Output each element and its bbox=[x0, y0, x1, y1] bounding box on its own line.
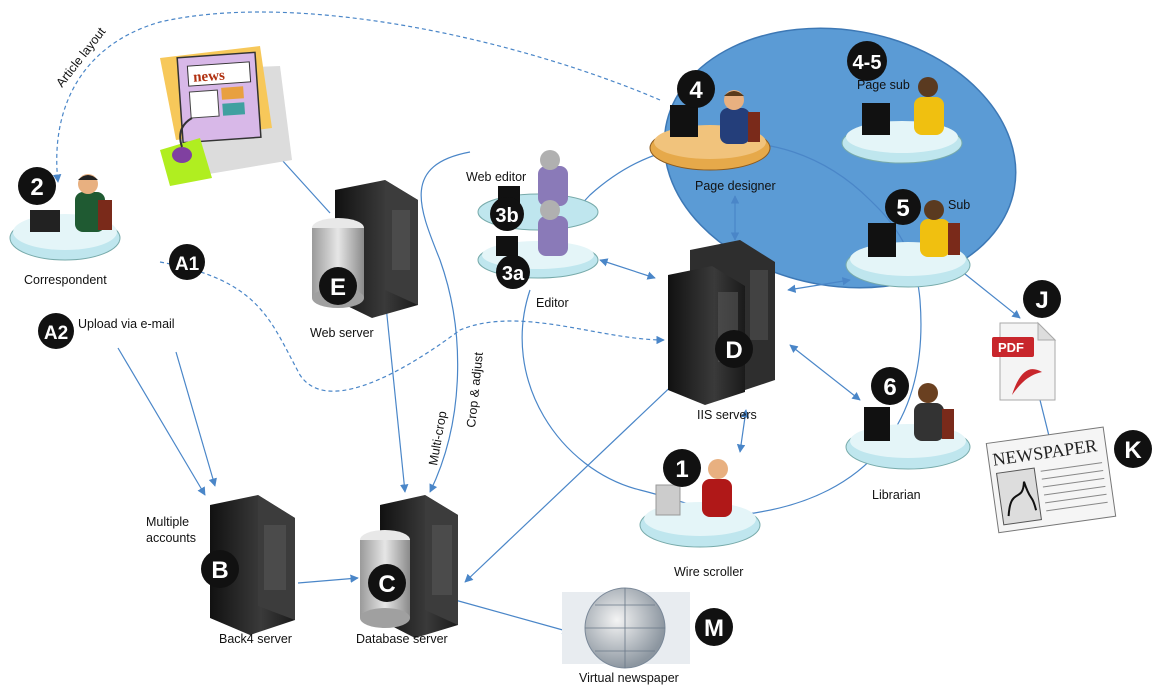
iis-servers-icon bbox=[668, 240, 775, 405]
virtual-newspaper-label: Virtual newspaper bbox=[579, 671, 679, 685]
librarian-label: Librarian bbox=[872, 488, 921, 502]
editor-iis-connector bbox=[599, 258, 656, 280]
news-page-title: news bbox=[193, 68, 226, 86]
badge-1: 1 bbox=[663, 449, 701, 487]
back4-database-connector bbox=[297, 574, 359, 584]
badge-3b: 3b bbox=[490, 197, 524, 231]
newspaper-icon: NEWSPAPER bbox=[985, 426, 1117, 534]
back4-server-label: Back4 server bbox=[219, 632, 292, 646]
correspondent-icon bbox=[9, 174, 121, 261]
svg-text:5: 5 bbox=[896, 195, 909, 222]
web-server-label: Web server bbox=[310, 326, 374, 340]
news-webpage-icon: news bbox=[160, 46, 292, 186]
sub-icon bbox=[845, 200, 971, 288]
database-virtual-connector bbox=[454, 599, 571, 635]
badge-4: 4 bbox=[677, 70, 715, 108]
editor-label: Editor bbox=[536, 296, 569, 310]
badge-4-5: 4-5 bbox=[847, 41, 887, 81]
wire-scroller-icon bbox=[639, 459, 761, 548]
badge-c: C bbox=[368, 564, 406, 602]
multiple-accounts-line-1: Multiple bbox=[146, 515, 189, 529]
svg-text:1: 1 bbox=[675, 456, 688, 483]
wire-scroller-label: Wire scroller bbox=[674, 565, 743, 579]
a2-connector-2 bbox=[175, 351, 217, 487]
librarian-icon bbox=[845, 383, 971, 470]
badge-a2: A2 bbox=[38, 313, 74, 349]
svg-text:J: J bbox=[1035, 287, 1048, 314]
sub-label: Sub bbox=[948, 198, 970, 212]
multi-crop-label: Multi-crop bbox=[426, 410, 449, 467]
back4-server-icon bbox=[210, 495, 295, 635]
svg-text:K: K bbox=[1124, 437, 1142, 464]
badge-6: 6 bbox=[871, 367, 909, 405]
badge-m: M bbox=[695, 608, 733, 646]
article-layout-label: Article layout bbox=[53, 24, 108, 89]
page-designer-label: Page designer bbox=[695, 179, 776, 193]
badge-b: B bbox=[201, 550, 239, 588]
database-server-label: Database server bbox=[356, 632, 448, 646]
iis-servers-label: IIS servers bbox=[697, 408, 757, 422]
web-database-connector bbox=[381, 295, 409, 493]
svg-text:E: E bbox=[330, 274, 346, 301]
correspondent-label: Correspondent bbox=[24, 273, 107, 287]
svg-text:M: M bbox=[704, 615, 724, 642]
svg-text:4: 4 bbox=[689, 77, 703, 104]
svg-text:A1: A1 bbox=[175, 254, 200, 275]
svg-text:2: 2 bbox=[30, 174, 43, 201]
multiple-accounts-line-2: accounts bbox=[146, 531, 196, 545]
iis-librarian-connector bbox=[789, 344, 861, 401]
svg-text:B: B bbox=[211, 557, 228, 584]
iis-database-connector bbox=[464, 377, 681, 583]
svg-text:3a: 3a bbox=[502, 263, 525, 285]
svg-text:A2: A2 bbox=[44, 323, 68, 344]
badge-k: K bbox=[1114, 430, 1152, 468]
badge-5: 5 bbox=[885, 189, 921, 225]
web-editor-label: Web editor bbox=[466, 170, 526, 184]
globe-of-pages-icon bbox=[562, 587, 690, 669]
page-designer-icon bbox=[649, 90, 771, 171]
badge-3a: 3a bbox=[496, 255, 530, 289]
a2-label: Upload via e-mail bbox=[78, 317, 175, 331]
page-sub-label: Page sub bbox=[857, 78, 910, 92]
iis-wire-connector bbox=[736, 409, 750, 453]
svg-text:D: D bbox=[725, 337, 742, 364]
badge-d: D bbox=[715, 330, 753, 368]
a2-connector-1 bbox=[117, 347, 206, 496]
svg-text:6: 6 bbox=[883, 374, 896, 401]
svg-text:3b: 3b bbox=[495, 205, 518, 227]
crop-adjust-connector bbox=[420, 151, 471, 493]
sub-iis-connector bbox=[787, 277, 851, 293]
badge-a1: A1 bbox=[169, 244, 205, 280]
pdf-file-icon: PDF bbox=[992, 321, 1057, 401]
crop-adjust-label: Crop & adjust bbox=[464, 351, 486, 428]
pdf-label: PDF bbox=[998, 340, 1024, 355]
a1-connector bbox=[159, 261, 665, 392]
svg-text:4-5: 4-5 bbox=[853, 52, 882, 74]
page-sub-icon bbox=[841, 77, 963, 164]
svg-text:C: C bbox=[378, 571, 395, 598]
sub-pdf-connector bbox=[959, 269, 1021, 319]
badge-2: 2 bbox=[18, 167, 56, 205]
database-server-icon bbox=[360, 495, 458, 638]
badge-e: E bbox=[319, 267, 357, 305]
article-layout-connector bbox=[52, 11, 661, 183]
badge-j: J bbox=[1023, 280, 1061, 318]
multiple-accounts-label: Multiple accounts bbox=[146, 515, 196, 545]
